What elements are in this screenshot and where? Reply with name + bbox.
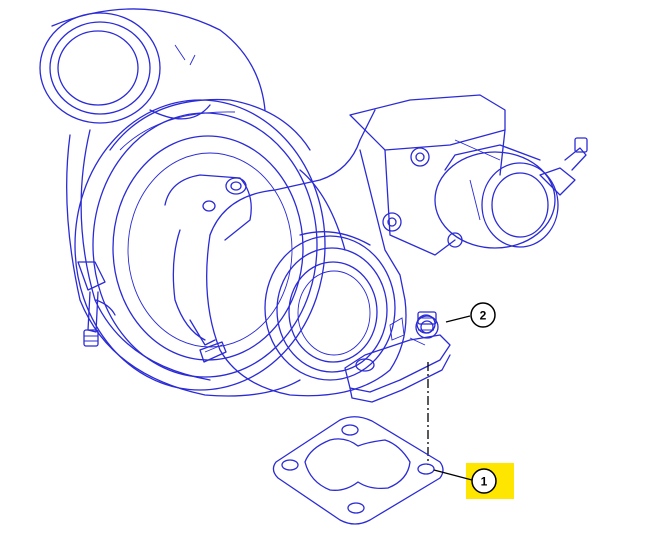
center-housing xyxy=(164,174,252,363)
callout-2-circle xyxy=(470,302,496,328)
callout-1-label: 1 xyxy=(481,475,488,489)
wastegate-actuator xyxy=(349,94,588,256)
gasket-part xyxy=(272,416,444,525)
callout-2[interactable]: 2 xyxy=(445,302,496,328)
outlet-flange xyxy=(344,311,451,403)
callout-1[interactable]: 1 xyxy=(433,463,514,499)
callout-1-circle xyxy=(471,468,497,494)
bolt-part xyxy=(416,314,436,334)
turbine-housing xyxy=(206,109,407,397)
compressor-inlet xyxy=(39,8,266,124)
compressor-housing xyxy=(66,98,326,397)
callout-2-label: 2 xyxy=(480,309,487,323)
